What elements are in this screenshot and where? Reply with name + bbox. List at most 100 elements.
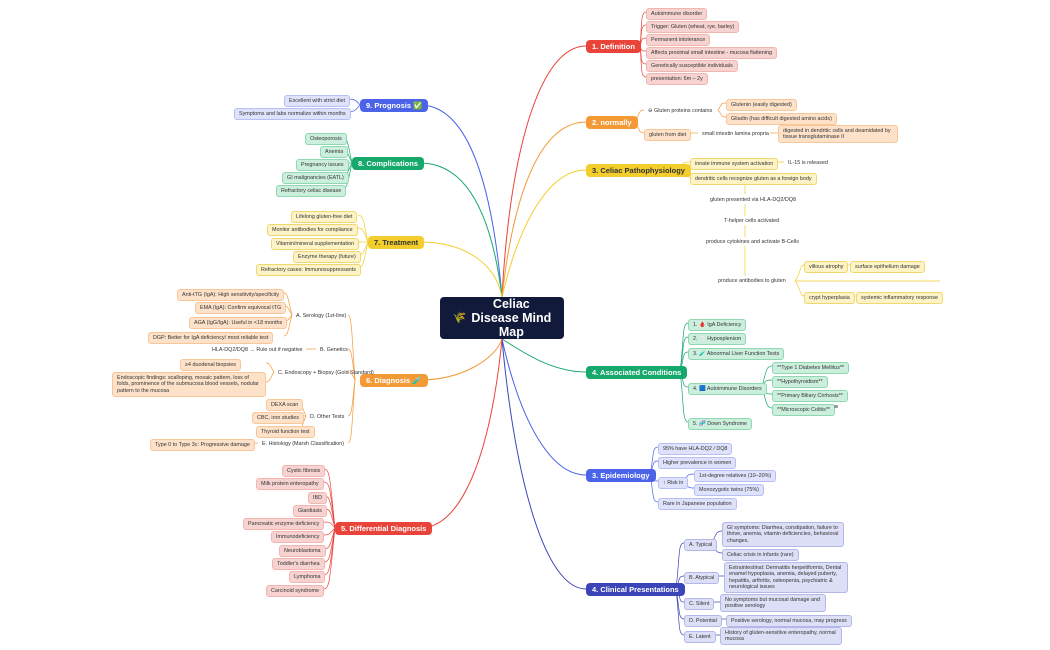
surface-damage-node[interactable]: surface epithelium damage — [850, 261, 925, 273]
clinical-latent-text[interactable]: History of gluten-sensitive enteropathy,… — [720, 627, 842, 646]
differential-item[interactable]: Giardiasis — [293, 505, 327, 517]
branch-treatment[interactable]: 7. Treatment — [368, 236, 425, 249]
definition-item[interactable]: Permanent intolerance — [646, 34, 711, 46]
branch-definition[interactable]: 1. Definition — [586, 40, 641, 53]
clinical-extra-node[interactable]: Extraintestinal: Dermatitis herpetiformi… — [724, 562, 848, 594]
branch-differential-diagnosis[interactable]: 5. Differential Diagnosis — [335, 522, 433, 535]
clinical-latent-node[interactable]: E. Latent — [684, 631, 716, 643]
autoimmune-item[interactable]: **Type 1 Diabetes Mellitus** — [772, 362, 850, 374]
endoscopy-item[interactable]: Endoscopic findings: scalloping, mosaic … — [112, 372, 266, 397]
down-syndrome-node[interactable]: 5. 🧬 Down Syndrome — [688, 418, 753, 430]
digested-node[interactable]: digested in dendritic cells and deamidat… — [778, 125, 898, 144]
epi-women-node[interactable]: Higher prevalence in women — [658, 457, 737, 469]
gluten-proteins-node[interactable]: ⊖ Gluten proteins contains — [648, 107, 713, 114]
complication-item[interactable]: Refractory celiac disease — [276, 185, 347, 197]
treatment-item[interactable]: Enzyme therapy (future) — [293, 251, 361, 263]
clinical-potential-node[interactable]: D. Potential — [684, 615, 722, 627]
definition-item[interactable]: Affects proximal small intestine - mucos… — [646, 47, 777, 59]
differential-item[interactable]: Milk protein enteropathy — [256, 478, 324, 490]
diagnosis-serology-node[interactable]: A. Serology (1st-line) — [296, 312, 347, 319]
genetics-item[interactable]: HLA-DQ2/DQ8 → Rule out if negative — [212, 346, 303, 353]
autoimmune-disorders-node[interactable]: 4. 🟦 Autoimmune Disorders — [688, 383, 767, 395]
lamina-propria-node[interactable]: small intestin lamina propria — [702, 130, 769, 137]
prognosis-item[interactable]: Symptoms and labs normalize within month… — [234, 108, 351, 120]
treatment-item[interactable]: Refractory cases: Immunosuppressants — [256, 264, 361, 276]
branch-pathophysiology[interactable]: 3. Celiac Pathophysiology — [586, 164, 691, 177]
other-test-item[interactable]: CBC, iron studies — [252, 412, 304, 424]
autoimmune-item[interactable]: **Hypothyroidism** — [772, 376, 828, 388]
diagnosis-other-tests-node[interactable]: D. Other Tests — [310, 413, 345, 420]
epi-japanese-node[interactable]: Rare in Japanese population — [658, 498, 737, 510]
antibodies-node[interactable]: produce antibodies to gluten — [718, 277, 786, 284]
cytokines-node[interactable]: produce cytokines and activate B-Cells — [706, 238, 799, 245]
dendritic-node[interactable]: dendritic cells recognize gluten as a fo… — [690, 173, 817, 185]
histology-item[interactable]: Type 0 to Type 3c: Progressive damage — [150, 439, 255, 451]
t-helper-node[interactable]: T-helper cells activated — [724, 217, 780, 224]
serology-item[interactable]: DGP: Better for IgA deficiency/ most rel… — [148, 332, 274, 344]
differential-item[interactable]: Immunodeficiency — [271, 531, 325, 543]
other-test-item[interactable]: DEXA scan — [266, 399, 304, 411]
autoimmune-item[interactable]: **Microscopic Colitis** — [772, 404, 836, 416]
clinical-crisis-node[interactable]: Celiac crisis in infants (rare) — [722, 549, 799, 561]
complication-item[interactable]: Anemia — [320, 146, 349, 158]
hla-presented-node[interactable]: gluten presented via HLA-DQ2/DQ8 — [710, 196, 796, 203]
complication-item[interactable]: GI malignancies (EATL) — [282, 172, 349, 184]
differential-item[interactable]: Cystic fibrosis — [282, 465, 326, 477]
serology-item[interactable]: Anti-tTG (IgA): High sensitivity/specifi… — [177, 289, 285, 301]
systemic-response-node[interactable]: systemic inflammatory response — [856, 292, 943, 304]
glutenin-node[interactable]: Glutenin (easily digested) — [726, 99, 797, 111]
branch-epidemiology[interactable]: 3. Epidemiology — [586, 469, 656, 482]
epi-twins-node[interactable]: Monozygotic twins (75%) — [694, 484, 764, 496]
differential-item[interactable]: Toddler's diarrhea — [272, 558, 325, 570]
diagnosis-histology-node[interactable]: E. Histology (Marsh Classification) — [262, 440, 345, 447]
diagnosis-endoscopy-node[interactable]: C. Endoscopy + Biopsy (Gold Standard) — [278, 369, 374, 376]
innate-node[interactable]: innate immune system activation — [690, 158, 779, 170]
serology-item[interactable]: AGA (IgG/IgA): Useful in <18 months — [189, 317, 288, 329]
branch-clinical-presentations[interactable]: 4. Clinical Presentations — [586, 583, 685, 596]
branch-normally[interactable]: 2. normally — [586, 116, 638, 129]
crypt-hyperplasia-node[interactable]: crypt hyperplasia — [804, 292, 855, 304]
treatment-item[interactable]: Lifelong gluten-free diet — [291, 211, 358, 223]
branch-complications[interactable]: 8. Complications — [352, 157, 425, 170]
complication-item[interactable]: Osteoporosis — [305, 133, 347, 145]
definition-item[interactable]: Genetically susceptible individuals — [646, 60, 738, 72]
diagnosis-genetics-node[interactable]: B. Genetics — [320, 346, 348, 353]
central-topic[interactable]: 🌾 Celiac Disease Mind Map — [440, 297, 564, 339]
endoscopy-item[interactable]: ≥4 duodenal biopsies — [180, 359, 241, 371]
clinical-silent-text[interactable]: No symptoms but mucosal damage and posit… — [720, 594, 826, 613]
differential-item[interactable]: Carcinoid syndrome — [266, 585, 324, 597]
clinical-typical-node[interactable]: A. Typical — [684, 539, 718, 551]
branch-diagnosis[interactable]: 6. Diagnosis 🧪 — [360, 374, 428, 387]
branch-prognosis[interactable]: 9. Prognosis ✅ — [360, 99, 429, 112]
differential-item[interactable]: IBD — [308, 492, 327, 504]
villous-atrophy-node[interactable]: villous atrophy — [804, 261, 849, 273]
definition-item[interactable]: Autoimmune disorder — [646, 8, 708, 20]
definition-item[interactable]: presentation: 6m – 2y — [646, 73, 708, 85]
liver-tests-node[interactable]: 3. 🧪 Abnormal Liver Function Tests — [688, 348, 785, 360]
serology-item[interactable]: EMA (IgA): Confirm equivocal tTG — [195, 302, 287, 314]
differential-item[interactable]: Lymphoma — [289, 571, 326, 583]
treatment-item[interactable]: Monitor antibodies for compliance — [267, 224, 358, 236]
clinical-potential-text[interactable]: Positive serology, normal mucosa, may pr… — [726, 615, 852, 627]
epi-firstdeg-node[interactable]: 1st-degree relatives (10–20%) — [694, 470, 777, 482]
complication-item[interactable]: Pregnancy issues — [296, 159, 349, 171]
clinical-atypical-node[interactable]: B. Atypical — [684, 572, 720, 584]
clinical-gi-node[interactable]: GI symptoms: Diarrhea, constipation, fai… — [722, 522, 844, 547]
differential-item[interactable]: Neuroblastoma — [279, 545, 326, 557]
note-icon[interactable]: ≡ — [834, 403, 839, 411]
differential-item[interactable]: Pancreatic enzyme deficiency — [243, 518, 325, 530]
gliadin-node[interactable]: Gliadin (has difficult digested amino ac… — [726, 113, 837, 125]
clinical-silent-node[interactable]: C. Silent — [684, 598, 715, 610]
il15-node[interactable]: IL-15 is released — [788, 159, 828, 166]
definition-item[interactable]: Trigger: Gluten (wheat, rye, barley) — [646, 21, 740, 33]
hyposplenism-node[interactable]: 2. 🦷 Hyposplenism — [688, 333, 747, 345]
iga-deficiency-node[interactable]: 1. 🩸 IgA Deficiency — [688, 319, 747, 331]
gluten-from-diet-node[interactable]: gluten from diet — [644, 129, 692, 141]
epi-risk-node[interactable]: ↑ Risk in — [658, 477, 689, 489]
prognosis-item[interactable]: Excellent with strict diet — [284, 95, 351, 107]
autoimmune-item[interactable]: **Primary Biliary Cirrhosis** — [772, 390, 848, 402]
other-test-item[interactable]: Thyroid function test — [256, 426, 315, 438]
branch-associated-conditions[interactable]: 4. Associated Conditions — [586, 366, 688, 379]
treatment-item[interactable]: Vitamin/mineral supplementation — [271, 238, 360, 250]
epi-hla-node[interactable]: 95% have HLA-DQ2 / DQ8 — [658, 443, 733, 455]
